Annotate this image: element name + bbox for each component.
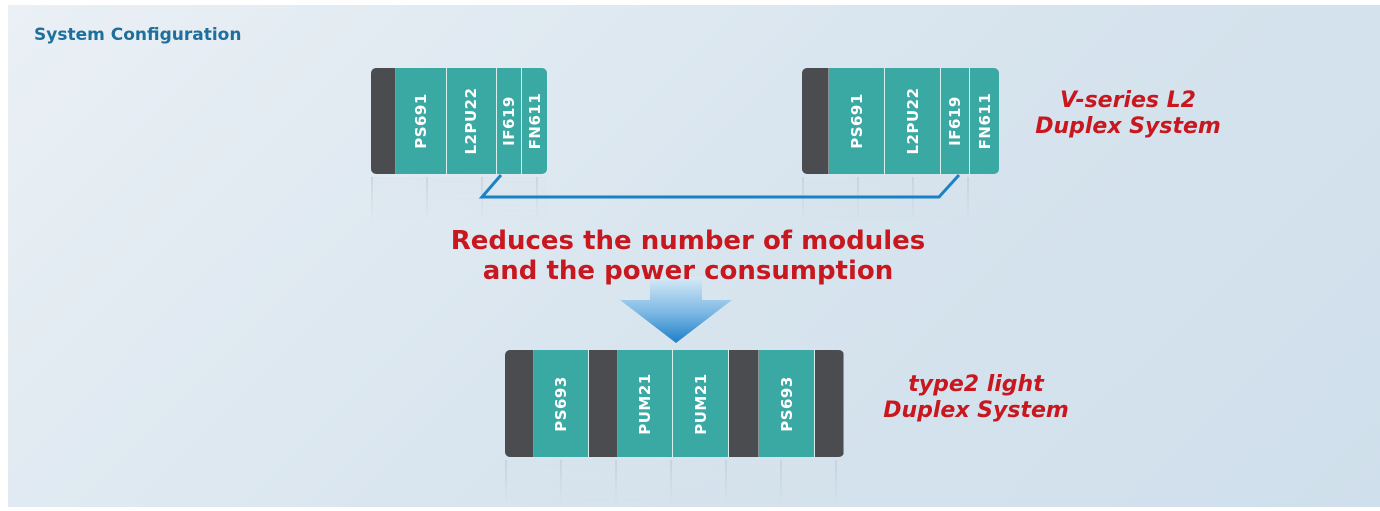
module-label: PUM21	[636, 372, 654, 435]
type2-light-rack: PS693 PUM21 PUM21 PS693	[505, 350, 844, 457]
caption-line1: Reduces the number of modules	[450, 226, 926, 256]
module-ps693: PS693	[534, 350, 589, 457]
type2-line2: Duplex System	[883, 398, 1069, 423]
module-pum21: PUM21	[673, 350, 729, 457]
module-pum21: PUM21	[618, 350, 673, 457]
module-ps693: PS693	[759, 350, 815, 457]
v-series-rack-left: PS691 L2PU22 IF619 FN611	[371, 68, 547, 174]
rack-end-cap	[802, 68, 829, 174]
v-series-system-label: V-series L2 Duplex System	[1028, 88, 1228, 140]
diagram-overlay	[478, 173, 961, 343]
module-label: PUM21	[691, 372, 710, 435]
rack-reflection	[802, 177, 999, 221]
module-l2pu22: L2PU22	[446, 68, 497, 174]
module-if619: IF619	[496, 68, 523, 174]
module-fn611: FN611	[522, 68, 547, 174]
section-title: System Configuration	[34, 25, 242, 45]
module-if619: IF619	[941, 68, 970, 174]
down-arrow-icon	[620, 277, 732, 343]
rack-end-cap	[505, 350, 534, 457]
rack-separator	[729, 350, 759, 457]
module-ps691: PS691	[829, 68, 885, 174]
module-l2pu22: L2PU22	[885, 68, 941, 174]
module-label: PS693	[552, 375, 570, 432]
module-ps691: PS691	[396, 68, 447, 174]
rack-end-cap	[815, 350, 844, 457]
rack-reflection	[371, 177, 547, 221]
system-configuration-panel: System Configuration PS691 L2PU22 IF619 …	[8, 5, 1380, 507]
benefit-caption: Reduces the number of modules and the po…	[428, 226, 948, 286]
caption-line2: and the power consumption	[482, 256, 894, 286]
type2-system-label: type2 light Duplex System	[866, 372, 1086, 424]
v-series-rack-right: PS691 L2PU22 IF619 FN611	[802, 68, 999, 174]
rack-end-cap	[371, 68, 397, 174]
module-fn611: FN611	[970, 68, 999, 174]
duplex-link-line	[478, 173, 961, 199]
v-series-line1: V-series L2	[1060, 88, 1196, 113]
v-series-line2: Duplex System	[1035, 114, 1221, 139]
rack-separator	[589, 350, 618, 457]
rack-reflection	[505, 460, 844, 504]
type2-line1: type2 light	[908, 372, 1044, 397]
module-label: PS693	[777, 375, 796, 432]
